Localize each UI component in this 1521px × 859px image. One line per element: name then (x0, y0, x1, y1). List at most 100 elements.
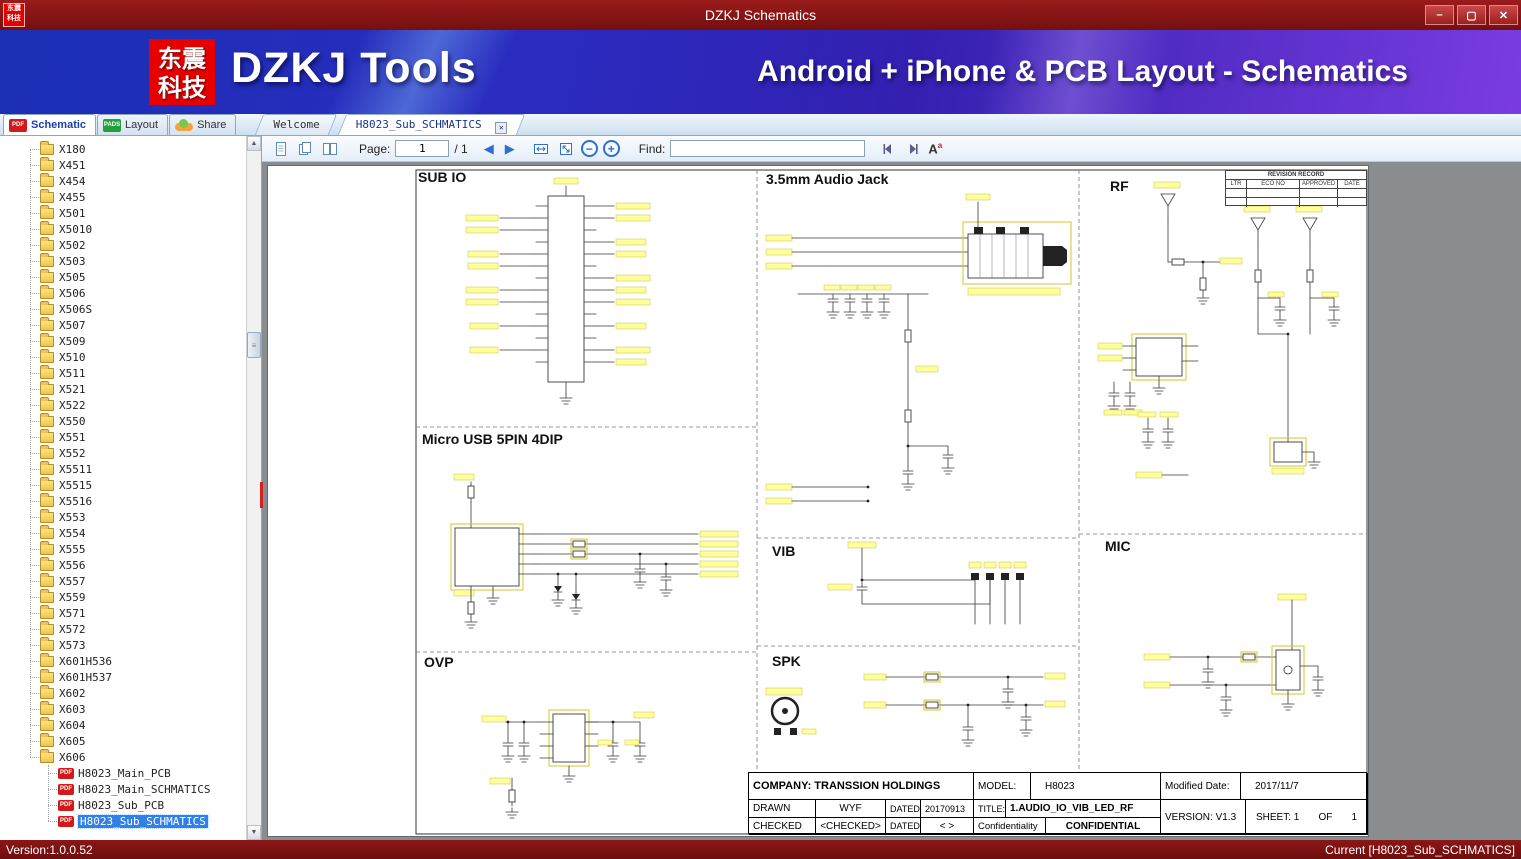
maximize-button[interactable]: ▢ (1457, 5, 1486, 25)
file-label: H8023_Sub_SCHMATICS (77, 813, 209, 829)
tree-folder-X557[interactable]: X557 (0, 572, 246, 589)
doc-tab-h8023-sub-schmatics[interactable]: H8023_Sub_SCHMATICS ✕ (337, 114, 526, 135)
tree-folder-X180[interactable]: X180 (0, 140, 246, 157)
section-title-microusb: Micro USB 5PIN 4DIP (422, 431, 563, 447)
document-area[interactable]: REVISION RECORD LTR ECO NO APPROVED DATE… (262, 162, 1521, 840)
tree-folder-X602[interactable]: X602 (0, 684, 246, 701)
zoom-in-button[interactable]: + (602, 140, 620, 157)
tb-sheet-of: OF (1318, 811, 1333, 823)
find-input[interactable] (670, 140, 866, 157)
font-size-button[interactable]: Aa (928, 141, 942, 156)
find-prev-button[interactable] (878, 139, 898, 159)
tree-folder-X556[interactable]: X556 (0, 556, 246, 573)
folder-icon (40, 252, 54, 267)
microusb-circuit (450, 473, 739, 629)
folder-icon (40, 620, 54, 635)
pdf-file-icon: PDF (58, 767, 74, 779)
tree-folder-X606[interactable]: X606 (0, 748, 246, 765)
tree-folder-X604[interactable]: X604 (0, 716, 246, 733)
tree-folder-X5516[interactable]: X5516 (0, 492, 246, 509)
tree-folder-X572[interactable]: X572 (0, 620, 246, 637)
folder-icon (40, 220, 54, 235)
tree-folder-X5010[interactable]: X5010 (0, 220, 246, 237)
tree-folder-X552[interactable]: X552 (0, 444, 246, 461)
tab-layout[interactable]: PADS Layout (97, 114, 169, 135)
page-layout-multi-button[interactable] (295, 139, 315, 159)
tab-share[interactable]: Share (169, 114, 237, 135)
folder-icon (40, 636, 54, 651)
scrollbar-thumb[interactable]: ≡ (247, 332, 261, 358)
tree-folder-X550[interactable]: X550 (0, 412, 246, 429)
tree-folder-X451[interactable]: X451 (0, 156, 246, 173)
audiojack-circuit (765, 193, 1072, 505)
fit-page-button[interactable] (556, 139, 576, 159)
tree-folder-X503[interactable]: X503 (0, 252, 246, 269)
folder-icon (40, 380, 54, 395)
tab-schematic[interactable]: PDF Schematic (3, 114, 97, 135)
tab-share-label: Share (197, 119, 227, 131)
tree-folder-X571[interactable]: X571 (0, 604, 246, 621)
file-label: H8023_Main_PCB (78, 766, 171, 780)
tree-folder-X5515[interactable]: X5515 (0, 476, 246, 493)
page-input[interactable] (395, 140, 450, 157)
zoom-out-button[interactable]: − (580, 140, 598, 157)
splitter-handle[interactable] (260, 482, 263, 508)
folder-label: X510 (59, 350, 86, 364)
folder-icon (40, 460, 54, 475)
tree-file-H8023_Main_PCB[interactable]: PDF H8023_Main_PCB (0, 765, 246, 781)
tree-folder-X555[interactable]: X555 (0, 540, 246, 557)
tree-folder-X573[interactable]: X573 (0, 636, 246, 653)
spk-circuit (765, 671, 1066, 747)
tree-folder-X510[interactable]: X510 (0, 348, 246, 365)
tree-folder-X521[interactable]: X521 (0, 380, 246, 397)
tb-modified-value: 2017/11/7 (1241, 773, 1368, 800)
scroll-up-button[interactable]: ▲ (247, 136, 261, 151)
tree-folder-X5511[interactable]: X5511 (0, 460, 246, 477)
tree-folder-X455[interactable]: X455 (0, 188, 246, 205)
tree-folder-X509[interactable]: X509 (0, 332, 246, 349)
revision-title: REVISION RECORD (1226, 171, 1366, 180)
tree-folder-X506S[interactable]: X506S (0, 300, 246, 317)
tree-folder-X507[interactable]: X507 (0, 316, 246, 333)
page-total: / 1 (454, 141, 468, 156)
revision-empty-row (1226, 189, 1366, 198)
folder-label: X572 (59, 622, 86, 636)
next-page-button[interactable]: ▶ (504, 140, 515, 156)
tree-folder-X511[interactable]: X511 (0, 364, 246, 381)
tree-folder-X601H537[interactable]: X601H537 (0, 668, 246, 685)
prev-page-button[interactable]: ◀ (483, 140, 494, 156)
tree-folder-X605[interactable]: X605 (0, 732, 246, 749)
brand-logo: 东震 科技 (149, 39, 215, 105)
tree-folder-X553[interactable]: X553 (0, 508, 246, 525)
tree-folder-X554[interactable]: X554 (0, 524, 246, 541)
close-button[interactable]: ✕ (1489, 5, 1518, 25)
folder-label: X602 (59, 686, 86, 700)
revision-header-row: LTR ECO NO APPROVED DATE (1226, 180, 1366, 189)
page-layout-single-button[interactable] (270, 139, 290, 159)
find-next-button[interactable] (903, 139, 923, 159)
fit-width-button[interactable] (531, 139, 551, 159)
tree-folder-X603[interactable]: X603 (0, 700, 246, 717)
tab-close-icon[interactable]: ✕ (495, 121, 508, 134)
folder-label: X505 (59, 270, 86, 284)
revision-col-econo: ECO NO (1247, 180, 1301, 188)
sidebar-scrollbar[interactable]: ▲ ≡ ▼ (246, 136, 261, 840)
scroll-down-button[interactable]: ▼ (247, 825, 261, 840)
tree-folder-X506[interactable]: X506 (0, 284, 246, 301)
tree-folder-X502[interactable]: X502 (0, 236, 246, 253)
page-layout-facing-button[interactable] (320, 139, 340, 159)
folder-label: X455 (59, 190, 86, 204)
tree-folder-X559[interactable]: X559 (0, 588, 246, 605)
tree-folder-X454[interactable]: X454 (0, 172, 246, 189)
tree-folder-X501[interactable]: X501 (0, 204, 246, 221)
tree-folder-X522[interactable]: X522 (0, 396, 246, 413)
tree-folder-X601H536[interactable]: X601H536 (0, 652, 246, 669)
doc-tab-welcome[interactable]: Welcome (255, 114, 339, 135)
tree-folder-X551[interactable]: X551 (0, 428, 246, 445)
minimize-button[interactable]: – (1425, 5, 1454, 25)
tree-folder-X505[interactable]: X505 (0, 268, 246, 285)
folder-icon (40, 156, 54, 171)
